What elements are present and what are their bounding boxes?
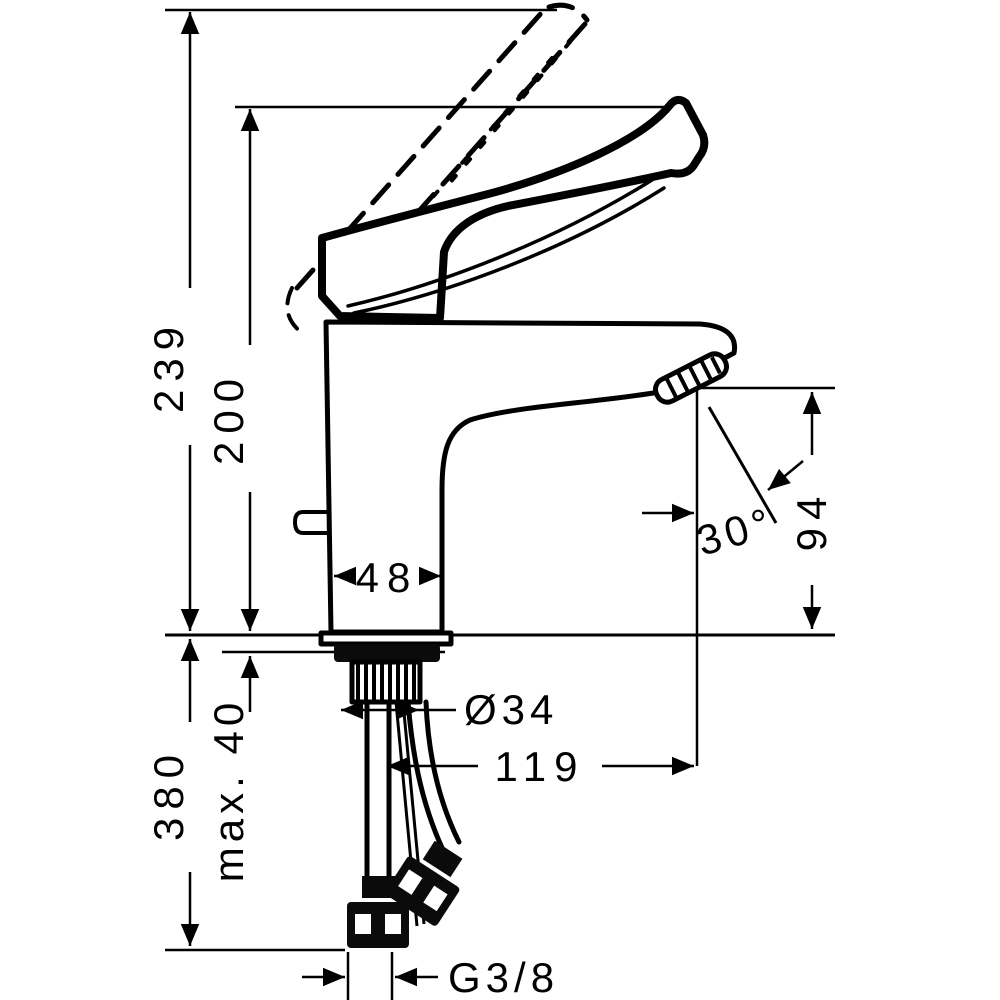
- dimension-lines: [180, 12, 822, 987]
- base-escutcheon: [334, 644, 440, 662]
- label-spout-reach: 119: [495, 743, 586, 790]
- lever-crease-2: [352, 186, 666, 315]
- label-spout-height: 94: [788, 489, 835, 552]
- angle-leader-diagonal: [767, 460, 804, 491]
- supply-hose-left: [347, 699, 409, 948]
- label-body-width: 48: [356, 554, 419, 601]
- dimension-labels: 239 200 380 max. 40 94 48 30° Ø34 119 G3…: [145, 319, 835, 1000]
- lever-handle: [318, 96, 709, 322]
- reference-lines: [165, 8, 835, 1000]
- aerator: [652, 351, 730, 405]
- label-height-to-spout-top: 200: [205, 371, 252, 465]
- label-connection-thread: G3/8: [448, 954, 559, 1000]
- lever-crease-1: [346, 178, 654, 308]
- label-hose-length: 380: [145, 747, 192, 841]
- hose-right-nut-slot-1: [398, 869, 423, 895]
- label-stream-angle: 30°: [692, 498, 780, 565]
- raised-lever-crease-1: [446, 40, 572, 187]
- base-plate: [318, 630, 454, 647]
- shank-thread-hatching: [356, 662, 416, 702]
- faucet: [292, 96, 738, 635]
- faucet-body: [323, 319, 738, 635]
- hose-left-nut: [347, 902, 409, 948]
- hose-right-nut-slot-2: [423, 885, 448, 912]
- hose-right-connector: [385, 840, 463, 926]
- raised-lever-crease-2: [430, 56, 554, 200]
- pop-up-rod-hook: [292, 510, 330, 535]
- raised-lever-pivot-arc: [285, 286, 304, 335]
- label-shank-diameter: Ø34: [464, 686, 558, 733]
- label-max-mounting-thickness: max. 40: [205, 698, 252, 882]
- hose-left-nut-slot-2: [385, 914, 401, 934]
- hose-left-nut-slot-1: [355, 914, 371, 934]
- hose-right-edge-2: [423, 699, 462, 845]
- undermount-parts: [318, 630, 463, 948]
- hose-right-ferrule: [422, 840, 463, 878]
- hose-right-nut: [385, 856, 460, 926]
- label-overall-height: 239: [145, 319, 192, 413]
- supply-hose-right: [385, 699, 463, 926]
- aerator-hatching: [664, 356, 722, 399]
- threaded-shank: [349, 659, 423, 705]
- raised-lever-tip: [546, 2, 590, 23]
- stream-angle-line: [707, 406, 778, 524]
